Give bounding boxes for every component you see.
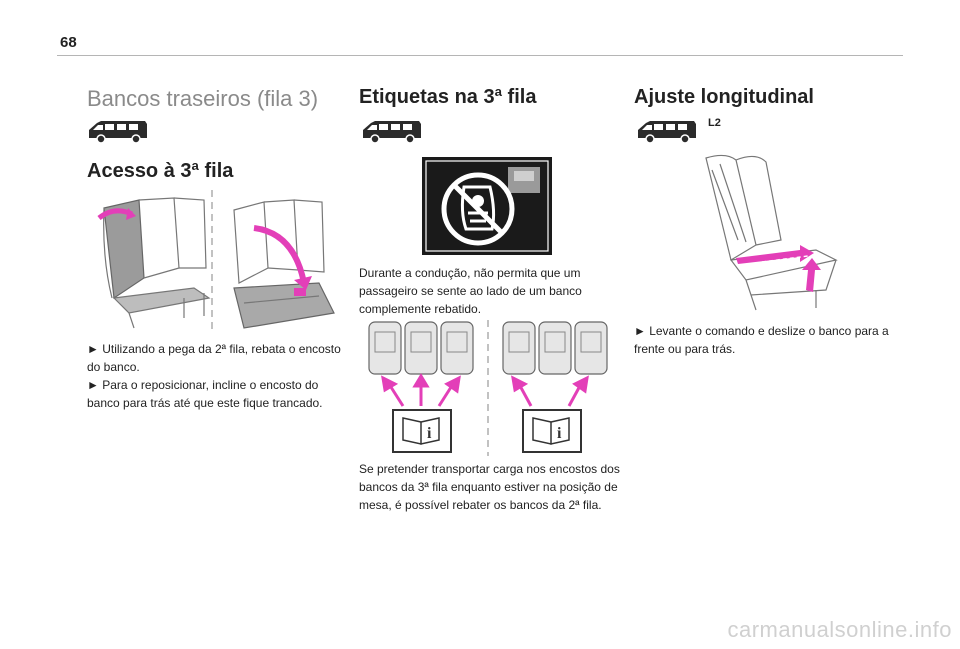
col2-body-2: Se pretender transportar carga nos encos… bbox=[359, 460, 621, 514]
col1-paragraph-1: ► Utilizando a pega da 2ª fila, rebata o… bbox=[87, 342, 341, 374]
page-number: 68 bbox=[60, 34, 77, 51]
watermark: carmanualsonline.info bbox=[727, 617, 952, 642]
svg-text:i: i bbox=[427, 425, 432, 442]
seat-fold-illustration bbox=[97, 190, 335, 334]
manual-reference-icon: i bbox=[392, 409, 452, 453]
section-title-longitudinal-adjustment: Ajuste longitudinal bbox=[634, 86, 814, 108]
col3-body: ► Levante o comando e deslize o banco pa… bbox=[634, 322, 890, 358]
van-icon bbox=[638, 121, 696, 144]
col2-body-1: Durante a condução, não permita que um p… bbox=[359, 264, 599, 318]
col1-body: ► Utilizando a pega da 2ª fila, rebata o… bbox=[87, 340, 343, 412]
van-icon bbox=[89, 121, 147, 144]
version-badge: L2 bbox=[708, 117, 721, 129]
col3-paragraph-1: ► Levante o comando e deslize o banco pa… bbox=[634, 324, 889, 356]
van-icon bbox=[363, 121, 421, 144]
no-child-seat-label-icon bbox=[422, 157, 552, 255]
third-row-table-illustration: i i bbox=[368, 320, 608, 456]
section-title-labels: Etiquetas na 3ª fila bbox=[359, 86, 537, 108]
svg-text:i: i bbox=[557, 425, 562, 442]
col2-paragraph-2: Se pretender transportar carga nos encos… bbox=[359, 462, 620, 512]
col1-paragraph-2: ► Para o reposicionar, incline o encosto… bbox=[87, 378, 323, 410]
seat-slide-illustration bbox=[705, 154, 838, 311]
col2-paragraph-1: Durante a condução, não permita que um p… bbox=[359, 266, 582, 316]
manual-reference-icon: i bbox=[522, 409, 582, 453]
section-title-rear-seats: Bancos traseiros (fila 3) bbox=[87, 86, 319, 111]
subtitle-access-third-row: Acesso à 3ª fila bbox=[87, 160, 234, 182]
header-rule bbox=[57, 55, 903, 56]
